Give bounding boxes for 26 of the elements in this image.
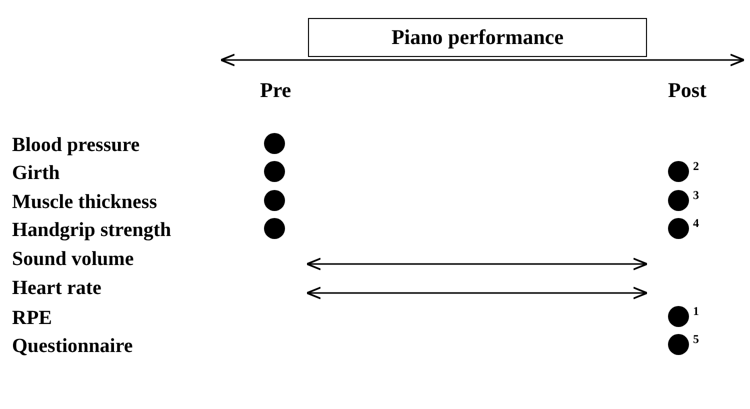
measure-label: Muscle thickness — [12, 192, 157, 212]
measure-label: Sound volume — [12, 249, 134, 269]
measure-label: Questionnaire — [12, 336, 133, 356]
measurement-dot — [264, 161, 285, 182]
measurement-dot — [264, 190, 285, 211]
footnote-number: 2 — [693, 159, 699, 174]
time-point-label: Pre — [260, 80, 292, 101]
time-point-label: Post — [668, 80, 706, 101]
measure-label: Blood pressure — [12, 135, 140, 155]
measure-label: Girth — [12, 163, 60, 183]
footnote-number: 1 — [693, 304, 699, 319]
measurement-dot — [264, 133, 285, 154]
measurement-dot — [668, 218, 689, 239]
footnote-number: 4 — [693, 216, 699, 231]
measurement-dot — [668, 190, 689, 211]
measurement-dot — [668, 306, 689, 327]
footnote-number: 5 — [693, 332, 699, 347]
measure-label: Handgrip strength — [12, 220, 172, 240]
measurement-dot — [668, 334, 689, 355]
phase-box — [308, 18, 647, 57]
footnote-number: 3 — [693, 188, 699, 203]
measure-label: Heart rate — [12, 278, 102, 298]
measure-label: RPE — [12, 308, 52, 328]
measurement-dot — [264, 218, 285, 239]
measurement-dot — [668, 161, 689, 182]
phase-title: Piano performance — [391, 25, 564, 50]
